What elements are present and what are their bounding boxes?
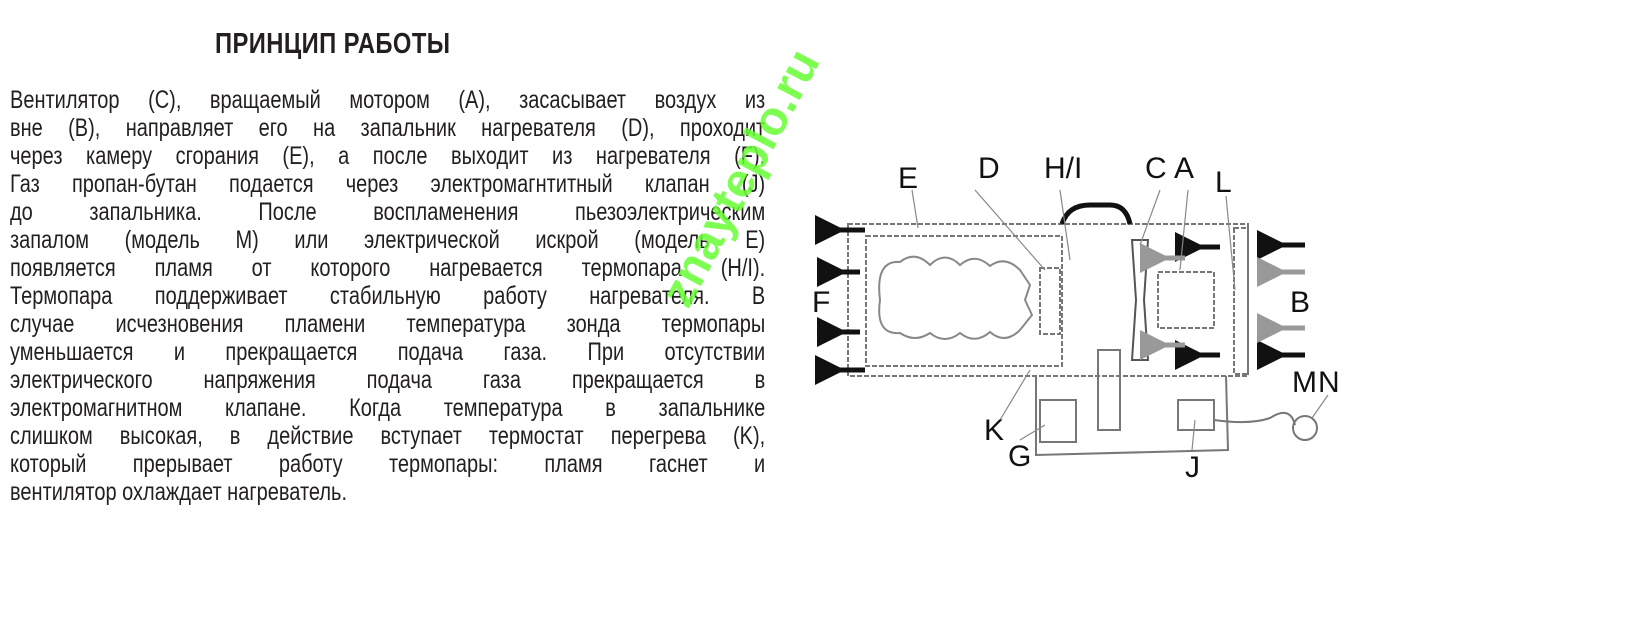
body-text: Вентилятор (C), вращаемый мотором (A), з… [10,86,765,506]
heater-diagram: E D H/I C A L F B M N K G J [812,152,1340,484]
text-line: вне (B), направляет его на запальник наг… [10,114,766,142]
label-f: F [812,286,830,319]
text-line: который прерывает работу термопары: плам… [10,450,766,478]
flame [878,255,1034,340]
text-line: вентилятор охлаждает нагреватель. [10,478,348,506]
thermostat-box [1039,399,1077,443]
page-title: ПРИНЦИП РАБОТЫ [215,28,451,60]
label-e: E [898,162,918,195]
label-n: N [1318,366,1340,399]
text-line: через камеру сгорания (E), а после выход… [10,142,766,170]
text-line: запалом (модель M) или электрической иск… [10,226,766,254]
text-line: до запальника. После воспламенения пьезо… [10,198,766,226]
combustion-chamber [865,235,1063,367]
label-c: C [1145,152,1167,185]
label-b: B [1290,286,1310,319]
igniter [1039,267,1061,335]
label-k: K [984,414,1004,447]
grill [1233,227,1249,375]
motor [1157,271,1215,329]
label-l: L [1215,166,1232,199]
gas-hose [1213,411,1296,426]
fan [1130,239,1150,361]
regulator [1292,415,1318,441]
text-line: Термопара поддерживает стабильную работу… [10,282,766,310]
label-g: G [1008,440,1031,473]
gas-valve [1177,399,1215,431]
label-d: D [978,152,1000,185]
text-line: появляется пламя от которого нагревается… [10,254,766,282]
text-line: случае исчезновения пламени температура … [10,310,766,338]
text-line: Вентилятор (C), вращаемый мотором (A), з… [10,86,766,114]
label-a: A [1174,152,1194,185]
text-line: уменьшается и прекращается подача газа. … [10,338,766,366]
text-line: электрического напряжения подача газа пр… [10,366,766,394]
label-hi: H/I [1044,152,1082,185]
text-line: слишком высокая, в действие вступает тер… [10,422,766,450]
text-line: Газ пропан-бутан подается через электром… [10,170,766,198]
label-m: M [1292,366,1317,399]
heater-body [847,223,1249,377]
label-j: J [1185,451,1200,484]
text-line: электромагнитном клапане. Когда температ… [10,394,766,422]
handle [1059,202,1133,225]
gas-tube [1097,349,1121,431]
